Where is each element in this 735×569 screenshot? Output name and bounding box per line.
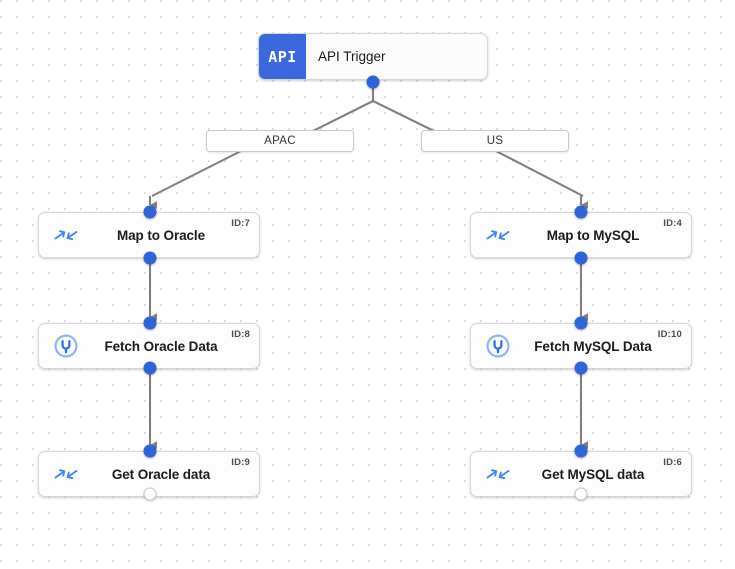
map-arrows-icon — [485, 461, 511, 487]
edge-apac-to-map-oracle — [151, 149, 244, 197]
connector-plug-icon — [485, 333, 511, 359]
node-id-badge: ID:6 — [663, 457, 682, 468]
port-map-oracle-input[interactable] — [143, 205, 157, 219]
node-api-trigger[interactable]: API API Trigger — [258, 33, 488, 80]
port-get-oracle-output[interactable] — [143, 487, 157, 501]
node-title: API Trigger — [318, 49, 386, 64]
map-arrows-icon — [485, 222, 511, 248]
node-title: Get Oracle data — [111, 466, 211, 482]
node-map-to-oracle[interactable]: Map to Oracle ID:7 — [38, 212, 260, 258]
map-arrows-icon — [53, 222, 79, 248]
port-fetch-oracle-input[interactable] — [143, 316, 157, 330]
branch-label-text: APAC — [264, 135, 296, 147]
branch-label-apac[interactable]: APAC — [206, 130, 354, 152]
node-id-badge: ID:4 — [663, 218, 682, 229]
port-get-oracle-input[interactable] — [143, 444, 157, 458]
port-map-oracle-output[interactable] — [143, 251, 157, 265]
node-title: Map to MySQL — [546, 227, 640, 243]
map-arrows-icon — [53, 461, 79, 487]
port-fetch-oracle-output[interactable] — [143, 361, 157, 375]
node-fetch-mysql-data[interactable]: Fetch MySQL Data ID:10 — [470, 323, 692, 369]
port-get-mysql-input[interactable] — [574, 444, 588, 458]
node-title: Fetch MySQL Data — [534, 338, 652, 354]
node-id-badge: ID:8 — [231, 329, 250, 340]
node-title: Fetch Oracle Data — [104, 338, 218, 354]
node-id-badge: ID:9 — [231, 457, 250, 468]
node-title: Map to Oracle — [117, 227, 205, 243]
port-fetch-mysql-input[interactable] — [574, 316, 588, 330]
port-map-mysql-output[interactable] — [574, 251, 588, 265]
port-fetch-mysql-output[interactable] — [574, 361, 588, 375]
port-get-mysql-output[interactable] — [574, 487, 588, 501]
branch-label-us[interactable]: US — [421, 130, 569, 152]
port-trigger-output[interactable] — [366, 75, 380, 89]
branch-label-text: US — [486, 135, 504, 147]
node-title: Get MySQL data — [541, 466, 645, 482]
api-badge-icon: API — [259, 34, 306, 79]
node-id-badge: ID:7 — [231, 218, 250, 229]
connector-plug-icon — [53, 333, 79, 359]
port-map-mysql-input[interactable] — [574, 205, 588, 219]
edge-us-to-map-mysql — [493, 149, 584, 197]
node-id-badge: ID:10 — [657, 329, 682, 340]
